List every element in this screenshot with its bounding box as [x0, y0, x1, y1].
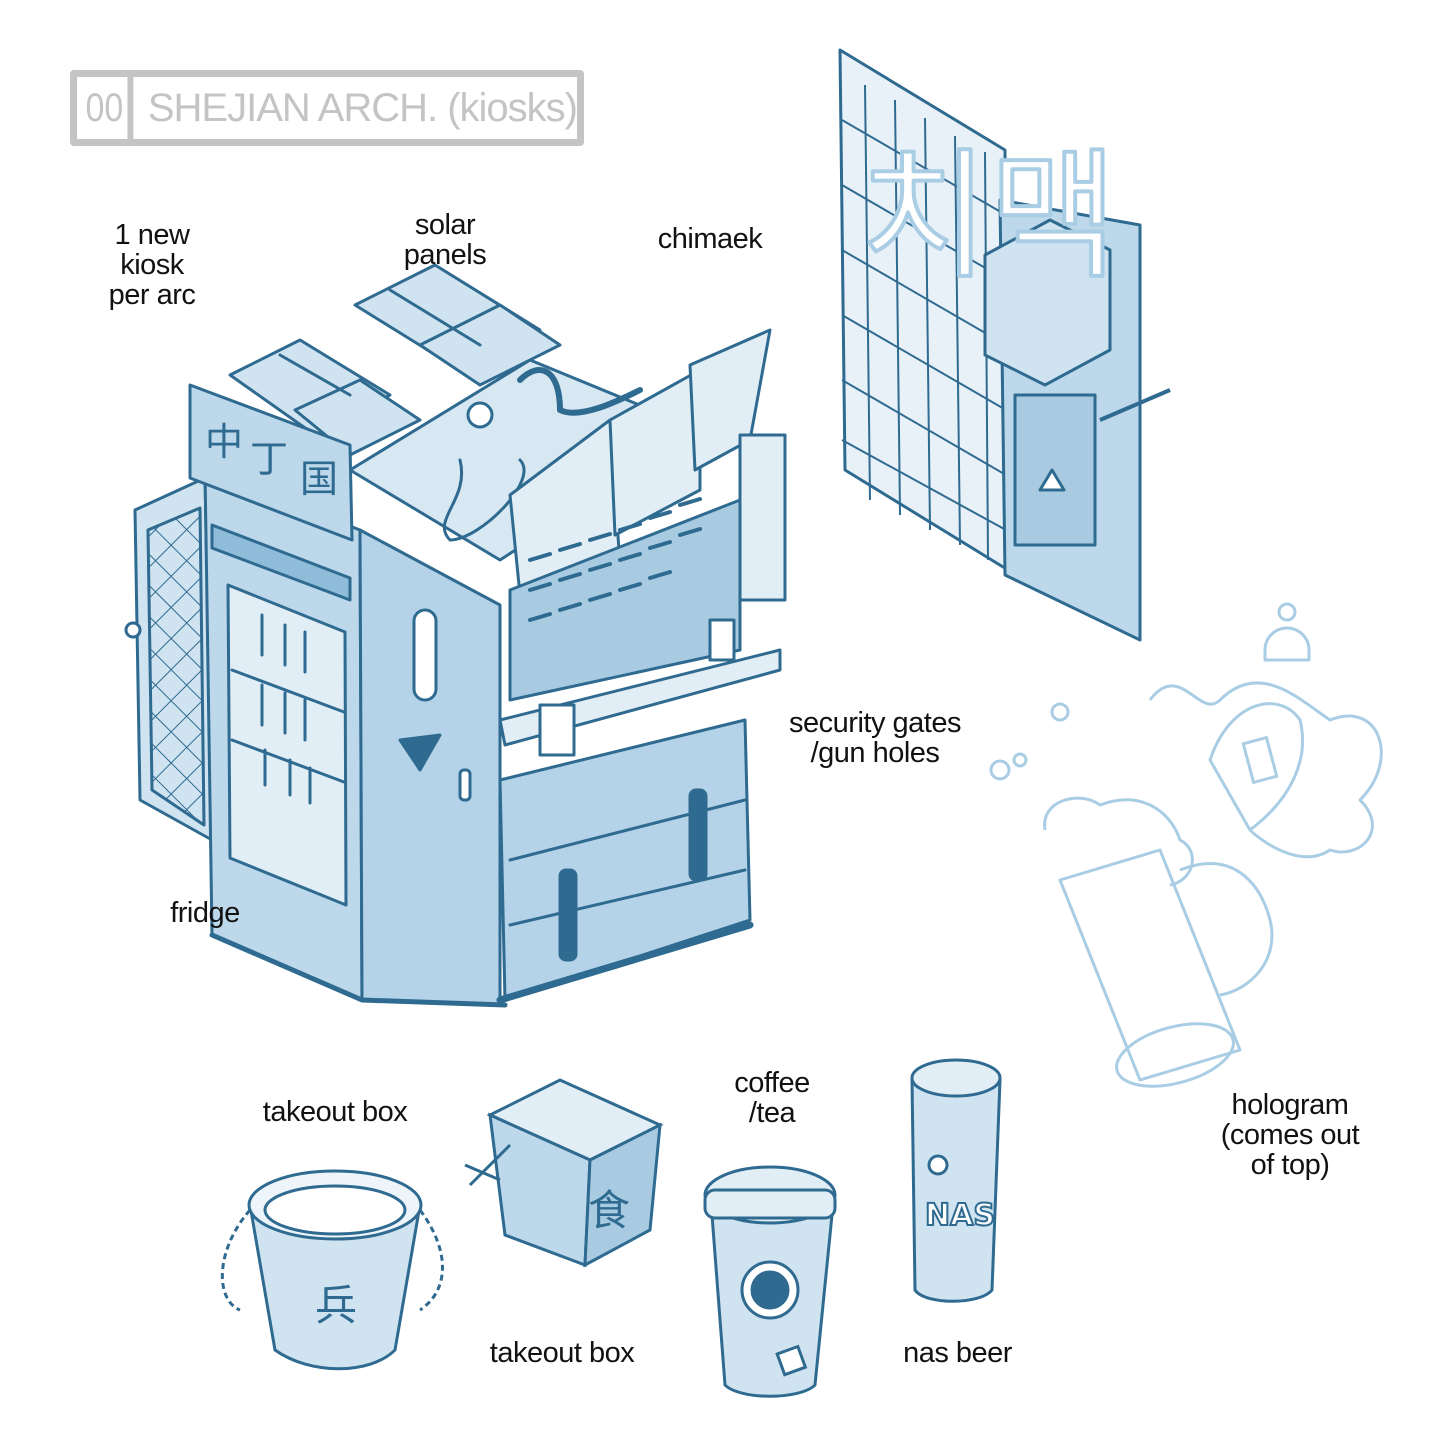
label-takeout-box-1: takeout box — [262, 1096, 408, 1128]
title-box: 00 SHEJIAN ARCH. (kiosks) — [70, 70, 584, 146]
label-fridge: fridge — [170, 897, 240, 929]
svg-text:中: 中 — [205, 420, 243, 464]
label-solar-panels: solar panels — [403, 209, 487, 271]
hologram-illustration — [989, 602, 1383, 1088]
svg-text:国: 国 — [300, 457, 338, 501]
neon-glyph-1: 치맥 — [860, 136, 1118, 299]
bucket-illustration: 兵 — [220, 1169, 444, 1371]
beer-can-illustration: NAS — [910, 1058, 1002, 1303]
label-nas-beer: nas beer — [903, 1337, 1012, 1369]
label-takeout-box-2: takeout box — [489, 1337, 635, 1369]
svg-text:兵: 兵 — [315, 1281, 357, 1330]
kiosk-illustration: 中 丁 国 — [124, 263, 787, 1008]
title-text: SHEJIAN ARCH. (kiosks) — [147, 85, 578, 130]
label-security-gates: security gates /gun holes — [789, 707, 961, 769]
label-coffee-tea: coffee /tea — [734, 1067, 810, 1129]
label-hologram: hologram (comes out of top) — [1220, 1089, 1360, 1181]
title-number: 00 — [82, 77, 134, 139]
label-new-kiosk: 1 new kiosk per arc — [108, 219, 196, 311]
can-brand: NAS — [925, 1198, 995, 1233]
svg-text:丁: 丁 — [250, 437, 288, 481]
coffee-cup-illustration — [703, 1165, 837, 1398]
box-glyph: 食 — [588, 1186, 630, 1235]
takeout-box-illustration: 食 — [464, 1078, 664, 1268]
label-chimaek: chimaek — [657, 223, 763, 255]
neon-sign-illustration: 치맥 — [838, 48, 1171, 642]
